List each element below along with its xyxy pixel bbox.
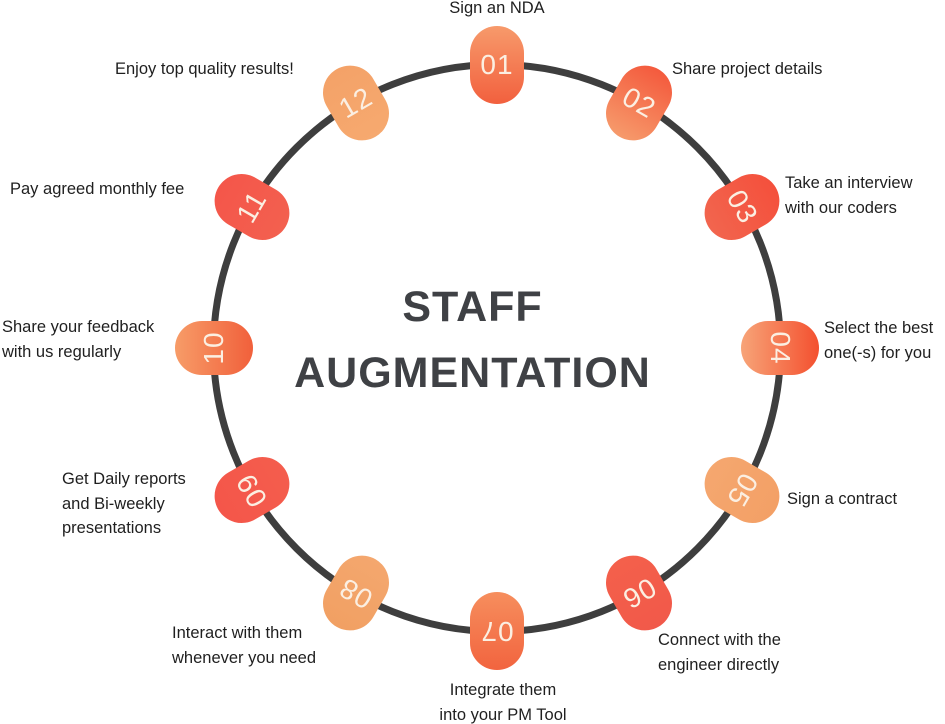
step-label-line: Sign a contract xyxy=(787,490,898,508)
step-number: 08 xyxy=(333,571,378,616)
step-label-10: Share your feedback with us regularly xyxy=(2,315,154,364)
step-number: 04 xyxy=(765,331,796,365)
step-number: 12 xyxy=(333,80,378,125)
step-pill-04: 04 xyxy=(741,321,819,375)
step-label-12: Enjoy top quality results! xyxy=(115,57,294,82)
step-number: 11 xyxy=(230,185,273,228)
step-label-line: and Bi-weekly xyxy=(62,494,165,513)
step-number: 03 xyxy=(720,184,765,229)
title-line-1: STAFF xyxy=(402,283,543,331)
step-label-03: Take an interview with our coders xyxy=(785,171,912,220)
step-label-01: Sign an NDA xyxy=(449,0,544,21)
step-number: 05 xyxy=(720,467,765,512)
step-number: 09 xyxy=(229,467,274,512)
step-number: 02 xyxy=(616,80,661,125)
step-label-04: Select the best one(-s) for you xyxy=(824,316,933,365)
step-label-line: into your PM Tool xyxy=(439,705,567,724)
step-pill-07: 07 xyxy=(470,592,524,670)
step-label-08: Interact with them whenever you need xyxy=(172,621,316,670)
step-label-line: Sign an NDA xyxy=(449,0,545,17)
step-label-line: engineer directly xyxy=(658,655,780,674)
step-label-line: Share your feedback xyxy=(2,318,155,336)
step-label-line: with us regularly xyxy=(2,342,122,361)
step-number: 01 xyxy=(480,49,514,80)
step-label-02: Share project details xyxy=(672,57,822,82)
step-label-line: presentations xyxy=(62,519,162,537)
step-label-line: Share project details xyxy=(672,60,823,78)
title-line-2: AUGMENTATION xyxy=(294,349,651,397)
step-label-line: Connect with the xyxy=(658,631,781,649)
step-label-07: Integrate them into your PM Tool xyxy=(439,678,566,724)
diagram-title: STAFF AUGMENTATION xyxy=(0,274,945,406)
step-number: 10 xyxy=(198,331,229,365)
step-label-line: Integrate them xyxy=(449,681,557,699)
step-label-line: Interact with them xyxy=(172,624,303,642)
step-label-line: one(-s) for you xyxy=(824,343,932,362)
step-label-line: Get Daily reports xyxy=(62,470,186,488)
step-pill-01: 01 xyxy=(470,26,524,104)
step-label-11: Pay agreed monthly fee xyxy=(10,177,184,202)
step-label-line: with our coders xyxy=(785,198,897,217)
step-label-line: Take an interview xyxy=(785,174,913,192)
step-label-line: whenever you need xyxy=(172,648,317,667)
step-number: 06 xyxy=(616,571,661,616)
step-label-line: Enjoy top quality results! xyxy=(115,60,294,78)
step-number: 07 xyxy=(480,616,514,647)
step-label-09: Get Daily reports and Bi-weekly presentati… xyxy=(62,467,186,541)
step-label-line: Select the best xyxy=(824,319,934,337)
step-label-05: Sign a contract xyxy=(787,487,897,512)
step-pill-10: 10 xyxy=(175,321,253,375)
step-label-line: Pay agreed monthly fee xyxy=(10,180,185,198)
step-label-06: Connect with the engineer directly xyxy=(658,628,781,677)
